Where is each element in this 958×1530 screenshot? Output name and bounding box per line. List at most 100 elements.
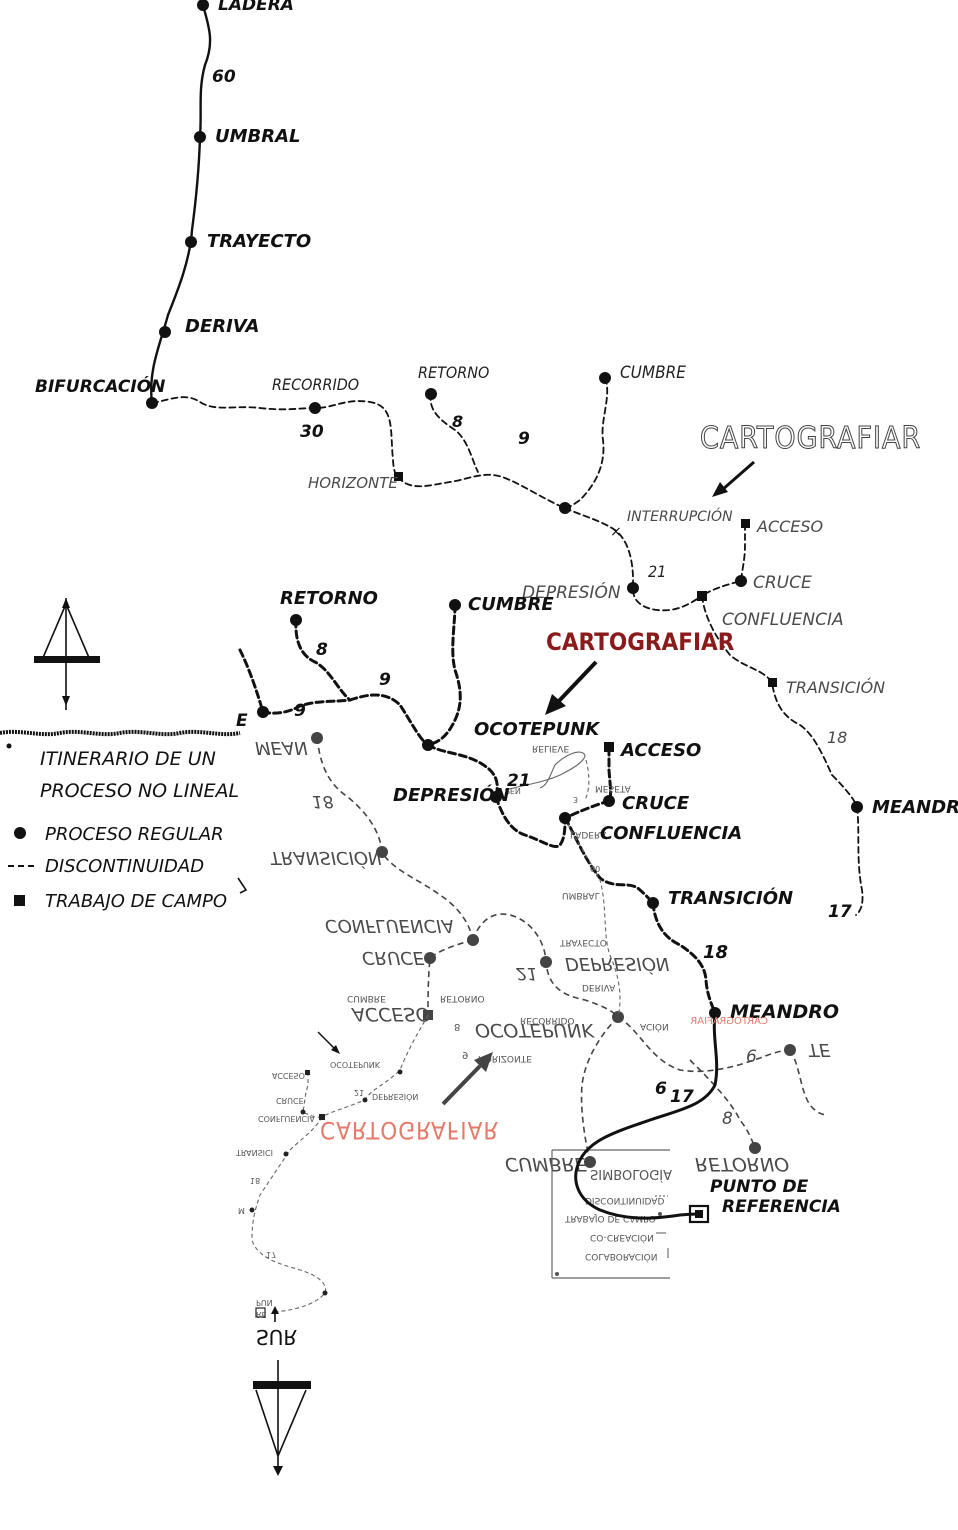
label-30: 30: [300, 422, 324, 442]
cut-fragment: [237, 877, 248, 894]
mid-node-transicion: [647, 897, 659, 909]
mirror-label-te: TE: [808, 1039, 831, 1060]
label-8: 8: [452, 412, 463, 431]
mirror-route-4: [617, 1016, 791, 1073]
mid-label-9a: 9: [379, 670, 391, 690]
mirror-node-transicion: [376, 846, 388, 858]
mid-label-meandro: MEANDRO: [730, 1001, 839, 1023]
mid-route-solid: [574, 1011, 719, 1220]
label-depresion: DEPRESIÓN: [522, 581, 621, 603]
mid-node-acceso: [604, 742, 614, 752]
mirror-map: MEAN 18 TRANSICIÓN CONFLUENCIA CRUCE 21 …: [255, 732, 831, 1279]
small-label-confluencia: CONFLUENCIA: [258, 1114, 315, 1123]
mid-route-cumbre: [426, 603, 462, 747]
label-interrupcion: INTERRUPCIÓN: [627, 507, 733, 525]
legend-title-2: PROCESO NO LINEAL: [40, 780, 239, 802]
mid-faint-2: [564, 817, 621, 1018]
top-route-dash-2: [397, 473, 566, 509]
label-trayecto: TRAYECTO: [207, 231, 311, 252]
mirror-label-6: 6: [746, 1047, 757, 1067]
symbology-row-1: TRABAJO DE CAMPO: [564, 1213, 656, 1223]
mid-label-8: 8: [316, 640, 328, 660]
small-node-referencia: [255, 1307, 266, 1318]
label-sur: SUR: [256, 1325, 297, 1349]
small-label-18: 18: [250, 1176, 260, 1185]
mid-small-umbral: UMBRAL: [562, 890, 600, 900]
top-route-dash-3: [564, 507, 703, 612]
node-cumbre: [599, 372, 611, 384]
legend-dot-icon: [14, 827, 26, 839]
mirror-node-retorno: [749, 1142, 761, 1154]
mid-label-cumbre: CUMBRE: [468, 594, 554, 615]
mid-label-18: 18: [703, 942, 728, 963]
mirror-label-cumbre: CUMBRE: [505, 1153, 587, 1175]
node-ladera: [197, 0, 209, 11]
node-junction: [559, 502, 571, 514]
mid-small-bifurcacion: ACIÓN: [640, 1021, 669, 1033]
mirror-small-8: 8: [454, 1021, 460, 1032]
small-node-acceso: [305, 1070, 310, 1075]
small-node-cruce: [300, 1109, 306, 1115]
small-label-cartografiar: CARTOGRAFIAR: [690, 1016, 768, 1027]
label-17: 17: [828, 902, 852, 922]
mirror-label-cruce: CRUCE: [362, 947, 425, 968]
mid-label-depresion: DEPRESIÓN: [393, 784, 510, 806]
mid-label-ocotepunk: OCOTEPUNK: [474, 719, 601, 740]
small-label-transicion: TRANSICI: [235, 1148, 273, 1157]
label-ladera: LADERA: [218, 0, 294, 15]
small-arrow-head: [331, 1045, 340, 1054]
legend-item-0: PROCESO REGULAR: [45, 824, 224, 845]
symbology-row-3: COLABORACIÓN: [585, 1251, 658, 1263]
symbology-title: SIMBOLOGÍA: [590, 1166, 672, 1182]
label-retorno: RETORNO: [418, 363, 489, 382]
node-deriva: [159, 326, 171, 338]
mid-label-confluencia: CONFLUENCIA: [600, 823, 742, 844]
top-route-dash-4: [701, 595, 858, 808]
label-acceso: ACCESO: [756, 517, 823, 536]
mid-route-1: [238, 648, 352, 715]
small-node-m: [249, 1207, 255, 1213]
mirror-label-confluencia: CONFLUENCIA: [325, 915, 454, 936]
mid-label-6: 6: [655, 1079, 667, 1099]
label-60: 60: [212, 67, 236, 87]
mid-label-cruce: CRUCE: [622, 793, 690, 814]
mid-label-acceso: ACCESO: [619, 740, 701, 761]
mid-node-junction: [422, 739, 434, 751]
small-map: CARTOGRAFIAR OCOTEPUNK ACCESO CRUCE CONF…: [235, 1014, 768, 1322]
small-label-17: 17: [266, 1250, 276, 1259]
mirror-label-transicion: TRANSICIÓN: [270, 847, 382, 869]
top-route-dash-1: [151, 396, 400, 478]
mirror-node-mean: [311, 732, 323, 744]
mid-faint-3: [584, 759, 590, 801]
legend-item-2: TRABAJO DE CAMPO: [45, 891, 227, 912]
node-confluencia: [697, 591, 707, 601]
mid-node-cumbre: [449, 599, 461, 611]
mirror-small-cumbre: CUMBRE: [347, 993, 386, 1003]
top-route-dash-5: [855, 806, 864, 916]
legend: ITINERARIO DE UN PROCESO NO LINEAL PROCE…: [0, 711, 248, 912]
mid-small-deriva: DERIVA: [582, 982, 616, 992]
mirror-label-cartografiar: CARTOGRAFIAR: [320, 1116, 499, 1144]
mid-node-e: [257, 706, 269, 718]
mirror-small-recorrido: RECORRIDO: [520, 1015, 574, 1025]
node-umbral: [194, 131, 206, 143]
small-label-21: 21: [354, 1088, 364, 1097]
small-label-depresion: DEPRESIÓN: [372, 1092, 418, 1103]
mid-node-depresion: [490, 791, 502, 803]
mid-label-retorno: RETORNO: [280, 588, 378, 609]
arrow-cartografiar-top: [721, 460, 755, 492]
mirror-route-2: [427, 939, 474, 1016]
node-retorno: [425, 388, 437, 400]
mid-route-6: [651, 901, 717, 1015]
node-transicion: [768, 678, 777, 687]
small-label-pun: PUN: [256, 1298, 273, 1307]
small-label-ocotepunk: OCOTEPUNK: [330, 1060, 381, 1069]
mid-small-trayecto: TRAYECTO: [559, 937, 607, 947]
label-horizonte: HORIZONTE: [308, 474, 398, 492]
mid-label-cartografiar: CARTOGRAFIAR: [546, 628, 735, 656]
mid-small-3: 3: [573, 795, 578, 804]
mid-route-retorno: [294, 618, 352, 702]
node-trayecto: [185, 236, 197, 248]
label-umbral: UMBRAL: [215, 126, 301, 147]
